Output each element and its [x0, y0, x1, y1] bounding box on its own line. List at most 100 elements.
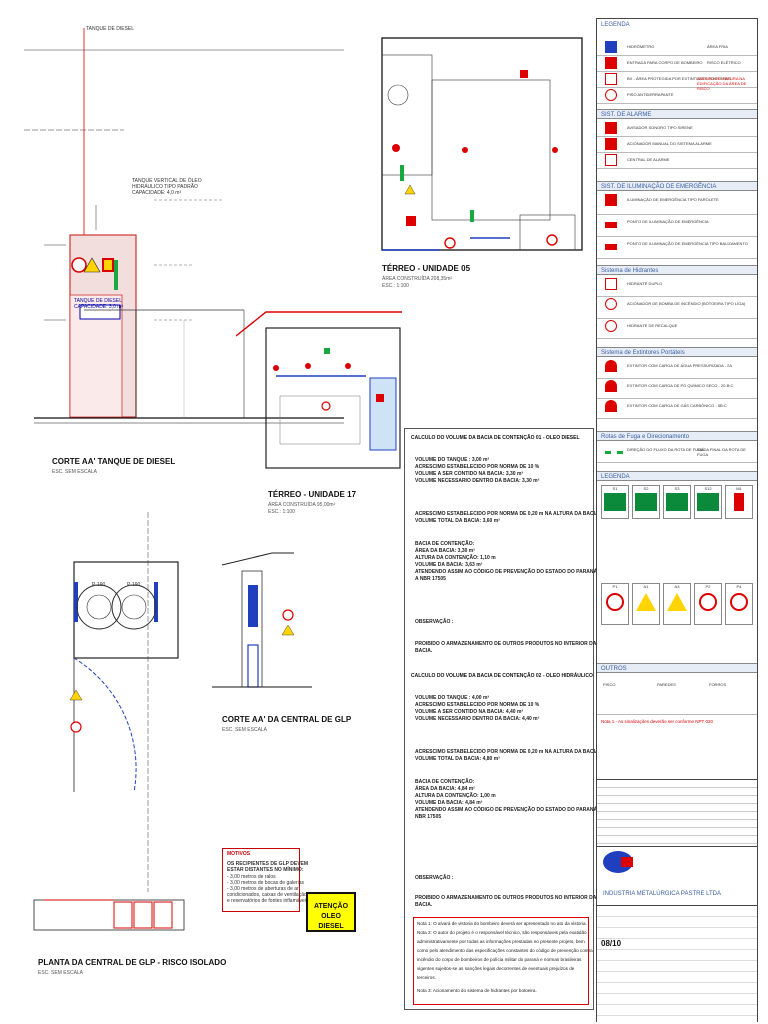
motivos-line-5: - 3,00 metros de aberturas de ar: [227, 886, 299, 892]
company-name: INDUSTRIA METALÚRGICA PASTRE LTDA: [603, 891, 722, 897]
diesel-section-title: CORTE AA' TANQUE DE DIESEL: [52, 457, 176, 466]
legend-outros-col: PAREDES: [657, 682, 676, 687]
calc-b1-0: VOLUME DO TANQUE : 3,00 m³: [415, 457, 490, 463]
extinguisher-sign-icon: [734, 493, 744, 511]
terreo05-scale: ESC.: 1:100: [382, 283, 409, 289]
attention-line-1: ATENÇÃO: [313, 903, 349, 910]
prohibition-icon: [606, 593, 624, 611]
legend-row-hyd-3: HIDRANTE DE RECALQUE: [597, 318, 757, 339]
calc-b2-0: ACRESCIMO ESTABELECIDO POR NORMA DE 0,20…: [415, 511, 599, 517]
calc-obs-2-text-0: PROIBIDO O ARMAZENAMENTO DE OUTROS PRODU…: [415, 895, 597, 901]
calc-b2-1: VOLUME TOTAL DA BACIA: 3,60 m³: [415, 518, 500, 524]
antislip-floor-icon: [605, 89, 617, 101]
attention-diesel-sign: ATENÇÃO OLEO DIESEL: [306, 892, 356, 932]
legend-hydrant-head: Sistema de Hidrantes: [597, 265, 757, 275]
glp-section-title: CORTE AA' DA CENTRAL DE GLP: [222, 715, 352, 724]
calc-c3-3: VOLUME DA BACIA: 4,84 m³: [415, 800, 483, 806]
calc-obs-2: OBSERVAÇÃO :: [415, 875, 454, 881]
section-glp: CORTE AA' DA CENTRAL DE GLP ESC. SEM ESC…: [212, 545, 351, 735]
calc-b3-3: VOLUME DA BACIA: 3,63 m³: [415, 562, 483, 568]
motivos-line-6: condicionados, caixas de ventilação: [227, 892, 307, 898]
containment-calc-box: CALCULO DO VOLUME DA BACIA DE CONTENÇÃO …: [404, 428, 607, 1010]
calc-b1-1: ACRESCIMO ESTABELECIDO POR NORMA DE 10 %: [415, 464, 540, 470]
motivos-title: MOTIVOS: [227, 851, 251, 857]
legend-row-label: AVISADOR SONORO TIPO SIRENE: [627, 125, 693, 130]
legend-row-label: PONTO DE ILUMINAÇÃO DE EMERGÊNCIA TIPO B…: [627, 241, 748, 246]
legend-row-label: PONTO DE ILUMINAÇÃO DE EMERGÊNCIA: [627, 219, 709, 224]
plan-terreo-17: TÉRREO - UNIDADE 17 ÁREA CONSTRUÍDA 95,0…: [236, 306, 402, 516]
sign-code: P1: [612, 584, 618, 589]
legend-row-light-2: PONTO DE ILUMINAÇÃO DE EMERGÊNCIA: [597, 214, 757, 237]
exit-sign-icon: [666, 493, 688, 511]
note-line-2: administrativamente por todas as informa…: [417, 939, 585, 944]
hydrometer-icon: [605, 41, 617, 53]
exit-sign-icon: [635, 493, 657, 511]
manual-alarm-icon: [605, 138, 617, 150]
legend-row-label: ENTRADA PARA CORPO DE BOMBEIRO: [627, 60, 703, 65]
legend-title: LEGENDA: [601, 22, 630, 28]
legend-panel: LEGENDA HIDRÔMETRO ÁREA FRIA ENTRADA PAR…: [596, 18, 758, 1022]
legend-row-label: BX - ÁREA PROTEGIDA POR EXTINTORES PORTÁ…: [627, 76, 732, 81]
calc-c3-0: BACIA DE CONTENÇÃO:: [415, 779, 475, 785]
calc-obs-1: OBSERVAÇÃO :: [415, 619, 454, 625]
legend-row-hyd-2: ACIONADOR DE BOMBA DE INCÊNDIO (BOTOEIRA…: [597, 296, 757, 319]
protected-area-icon: [605, 73, 617, 85]
legend-row-label: ACIONADOR MANUAL DO SISTEMA ALARME: [627, 141, 712, 146]
glp-section-scale: ESC. SEM ESCALA: [222, 727, 268, 733]
legend-row-area: BX - ÁREA PROTEGIDA POR EXTINTORES PORTÁ…: [597, 71, 757, 91]
title-block: [597, 905, 757, 1022]
siren-icon: [605, 122, 617, 134]
floodlight-icon: [605, 194, 617, 206]
plan-glp: P-190 P-190 PLANTA DA CENTRAL DE GLP - R…: [14, 512, 226, 982]
legend-alarm-head: SIST. DE ALARME: [597, 109, 757, 119]
diesel-dim-label: TANQUE DE DIESEL: [86, 26, 134, 32]
exit-sign-s1: S1: [601, 485, 629, 519]
legend-row-outros: PISCO PAREDES FORROS: [597, 674, 757, 715]
terreo17-area: ÁREA CONSTRUÍDA 95,00m²: [268, 502, 336, 508]
legend-red-note: Nota 1 - As sinalizações deverão ser con…: [601, 719, 713, 724]
calc-obs-2-text-1: BACIA.: [415, 902, 433, 908]
calc-c1-3: VOLUME NECESSARIO DENTRO DA BACIA: 4,40 …: [415, 716, 540, 722]
note-line-0: Nota 1: O alvará de vistoria do bombeiro…: [417, 921, 587, 926]
legend-outros-col: PISCO: [603, 682, 616, 687]
section-glp-drawing: [212, 552, 312, 688]
legend-row-light-1: ILUMINAÇÃO DE EMERGÊNCIA TIPO FAROLETE: [597, 192, 757, 215]
legend-row-label: CENTRAL DE ALARME: [627, 157, 670, 162]
calc-b3-2: ALTURA DA CONTENÇÃO: 1,10 m: [415, 555, 496, 561]
legend-row-alarm-2: ACIONADOR MANUAL DO SISTEMA ALARME: [597, 136, 757, 153]
legend-row-label: PISO ANTIDERRAPANTE: [627, 92, 674, 97]
legend-row-label: EXTINTOR COM CARGA DE PÓ QUÍMICO SECO - …: [627, 383, 734, 388]
alarm-panel-icon: [605, 154, 617, 166]
powder-extinguisher-icon: [605, 380, 617, 392]
calc-c3-4: ATENDENDO ASSIM AO CÓDIGO DE PREVENÇÃO D…: [415, 807, 607, 813]
calc-c2-1: VOLUME TOTAL DA BACIA: 4,80 m³: [415, 756, 500, 762]
calc-c1-2: VOLUME A SER CONTIDO NA BACIA: 4,40 m³: [415, 709, 524, 715]
plan-terreo-17-drawing: [236, 311, 402, 469]
exit-sign-s2: S2: [632, 485, 660, 519]
legend-row-ext-3: EXTINTOR COM CARGA DE GÁS CARBÔNICO - 5B…: [597, 398, 757, 419]
calc-b1-3: VOLUME NECESSARIO DENTRO DA BACIA: 3,30 …: [415, 478, 540, 484]
legend-row-label: HIDRÔMETRO: [627, 44, 655, 49]
legend-row-routes: DIREÇÃO DO FLUXO DA ROTA DE FUGA SAÍDA F…: [597, 442, 757, 463]
section-diesel: TANQUE DE DIESEL TANQUE VERTICAL DE ÓLEO…: [14, 20, 344, 490]
note-line-6: terceiros.: [417, 975, 436, 980]
route-arrow-icon: [605, 451, 623, 454]
legend-extinguisher-head: Sistema de Extintores Portáteis: [597, 347, 757, 357]
legend-row-label: HIDRANTE DUPLO: [627, 281, 663, 286]
legend-row-entrada: ENTRADA PARA CORPO DE BOMBEIRO RISCO ELÉ…: [597, 55, 757, 72]
calc-obs-1-text-0: PROIBIDO O ARMAZENAMENTO DE OUTROS PRODU…: [415, 641, 597, 647]
legend-row-label: ÁREA FRIA: [707, 44, 728, 49]
calc-c1-0: VOLUME DO TANQUE : 4,00 m³: [415, 695, 490, 701]
section-diesel-drawing: [24, 28, 344, 424]
sign-code: P4: [736, 584, 742, 589]
fire-entrance-icon: [605, 57, 617, 69]
motivos-line-4: - 3,00 metros de bocas de galerias: [227, 880, 304, 886]
sign-a3: A3: [663, 583, 691, 625]
motivos-box: MOTIVOS OS RECIPIENTES DE GLP DEVEM ESTA…: [222, 848, 308, 912]
note-line-7: Nota 3: Acionamento do sistema de hidran…: [417, 988, 537, 993]
sign-p4: P4: [725, 583, 753, 625]
sign-code: S12: [704, 486, 712, 491]
terreo17-scale: ESC.: 1:100: [268, 509, 295, 515]
calc-b3-1: ÁREA DA BACIA: 3,30 m²: [415, 548, 475, 554]
sign-code: A3: [674, 584, 680, 589]
